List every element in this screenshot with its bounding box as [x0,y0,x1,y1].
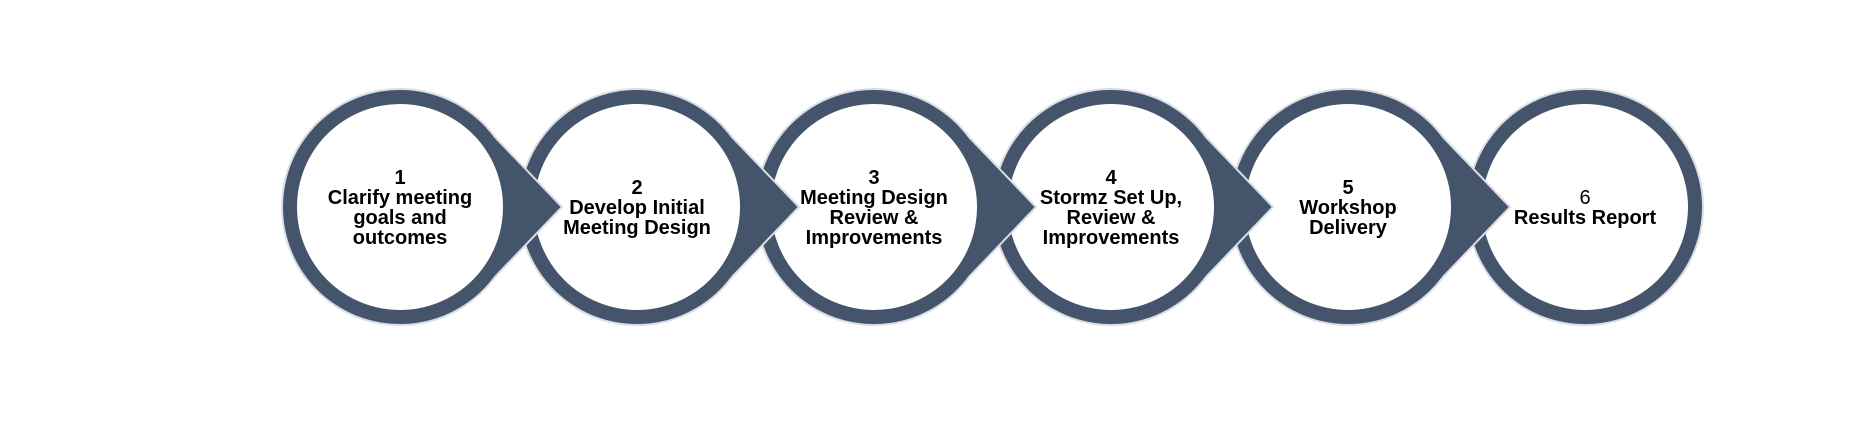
step-1-label-line: outcomes [353,227,447,249]
step-3-label-line: Meeting Design [800,187,948,209]
step-6-number: 6 [1579,187,1590,209]
step-1-circle [297,104,503,310]
step-shapes [281,88,1704,326]
step-3-label-line: Improvements [806,227,943,249]
step-4-label-line: Review & [1067,207,1156,229]
step-6-circle [1482,104,1688,310]
step-5-label-line: Delivery [1309,217,1388,239]
step-2-number: 2 [631,177,642,199]
step-5-circle [1245,104,1451,310]
step-3-label-line: Review & [830,207,919,229]
step-3-shape [755,88,1038,326]
step-3-circle [771,104,977,310]
step-5-shape [1229,88,1512,326]
step-1-label-line: goals and [353,207,446,229]
step-1-shape [281,88,564,326]
step-2-label-line: Develop Initial [569,197,705,219]
step-2-shape [518,88,801,326]
step-4-circle [1008,104,1214,310]
step-4-label-line: Improvements [1043,227,1180,249]
step-5-label-line: Workshop [1299,197,1396,219]
step-2-label-line: Meeting Design [563,217,711,239]
step-2-circle [534,104,740,310]
step-1-label-line: Clarify meeting [328,187,472,209]
step-5-number: 5 [1342,177,1353,199]
step-4-shape [992,88,1275,326]
step-4-label-line: Stormz Set Up, [1040,187,1182,209]
step-6-label-line: Results Report [1514,207,1657,229]
step-4-number: 4 [1105,167,1117,189]
step-1-number: 1 [394,167,405,189]
step-3-number: 3 [868,167,879,189]
step-6-shape [1466,88,1704,326]
